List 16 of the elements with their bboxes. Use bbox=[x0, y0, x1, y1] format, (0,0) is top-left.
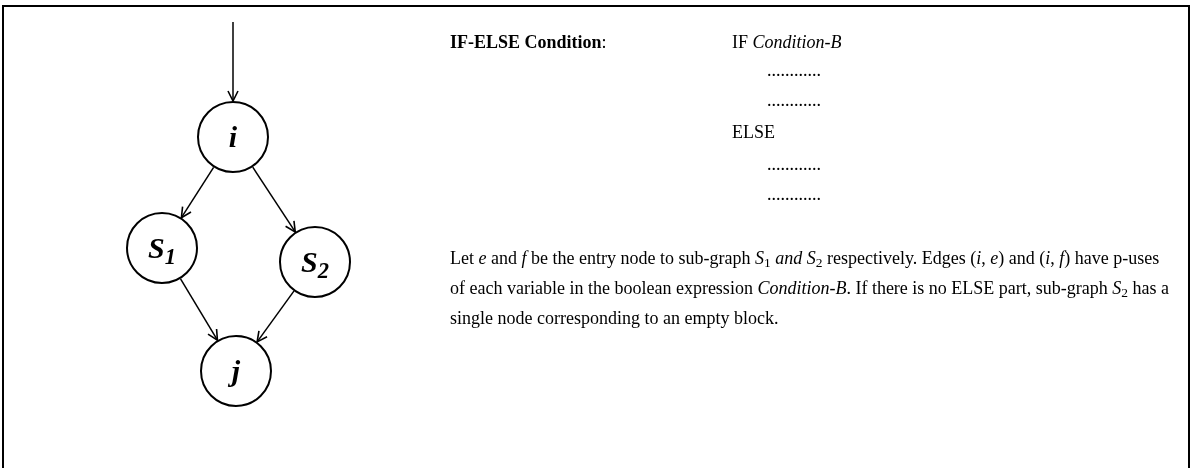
code-ellipsis: ............ bbox=[767, 89, 821, 112]
heading-text: IF-ELSE Condition: bbox=[450, 31, 607, 54]
code-line: ELSE bbox=[732, 121, 775, 144]
arrow bbox=[256, 290, 295, 343]
code-ellipsis: ............ bbox=[767, 153, 821, 176]
code-line: IF Condition-B bbox=[732, 31, 842, 54]
arrow bbox=[252, 166, 297, 233]
node-label: i bbox=[228, 122, 238, 152]
node-label: S$_{2}$ bbox=[301, 247, 329, 277]
arrow bbox=[179, 278, 219, 341]
arrow bbox=[227, 21, 239, 102]
description-paragraph: Let e and f be the entry node to sub-graph S$_{1}$ and S$_{2}$ respectively. Edges (i, e) and (i, f) have p-uses of each variable in the boolean expression Condition-B. If there is no ELSE part, sub-graph S$_{2}$ has a single node corresponding to an empty block. bbox=[450, 247, 1170, 330]
node-label: S$_{1}$ bbox=[148, 233, 176, 263]
code-ellipsis: ............ bbox=[767, 59, 821, 82]
arrow bbox=[180, 166, 215, 219]
code-ellipsis: ............ bbox=[767, 183, 821, 206]
